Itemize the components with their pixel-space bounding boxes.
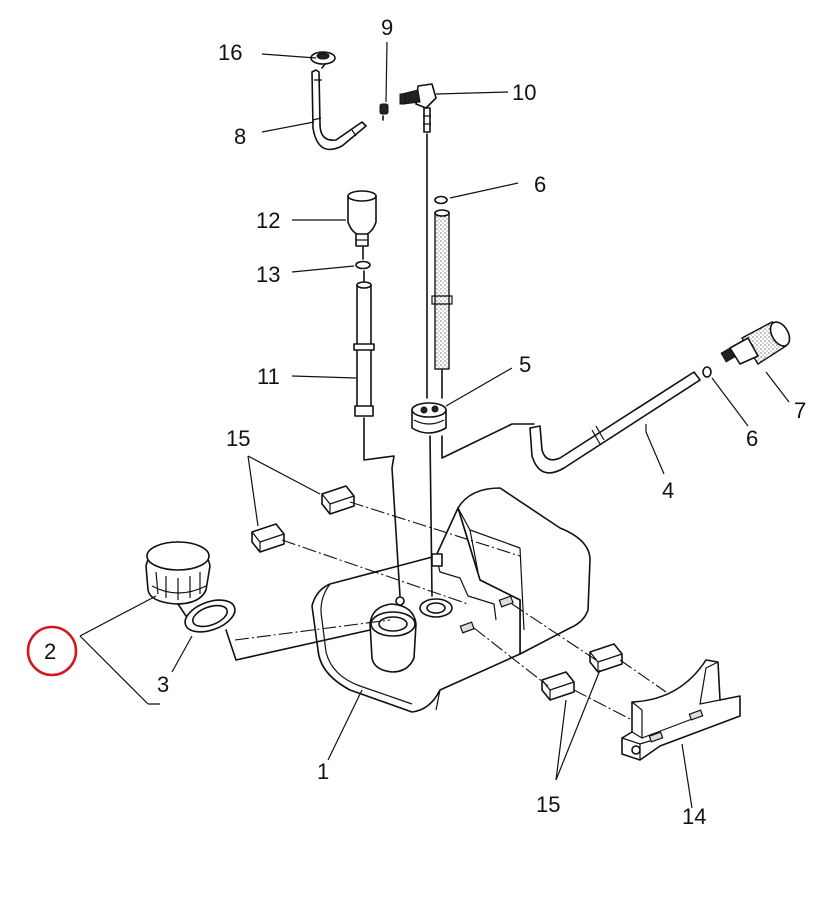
filter-tube xyxy=(431,209,453,370)
callout-15-lower: 15 xyxy=(536,792,560,817)
part-2-filler-cap xyxy=(145,541,211,605)
callout-6-right: 6 xyxy=(746,426,758,451)
leader-lines xyxy=(79,41,790,809)
part-4-fuel-hose xyxy=(529,371,701,474)
callout-1: 1 xyxy=(317,759,329,784)
part-5-grommet xyxy=(411,402,447,434)
part-13-o-ring xyxy=(355,260,371,270)
part-8-bent-hose xyxy=(311,69,367,151)
part-15-lower-mount-a xyxy=(589,643,623,673)
callout-4: 4 xyxy=(662,478,674,503)
callout-2: 2 xyxy=(44,639,56,664)
callout-13: 13 xyxy=(256,262,280,287)
callout-15-upper: 15 xyxy=(226,426,250,451)
part-12-filter-bowl xyxy=(347,190,377,247)
part-7-inline-filter xyxy=(720,321,791,365)
callout-10: 10 xyxy=(512,80,536,105)
assembly-lines xyxy=(234,501,667,721)
part-15-upper-mount-a xyxy=(321,485,355,515)
callout-3: 3 xyxy=(157,672,169,697)
highlight-circle xyxy=(26,625,78,677)
callout-11: 11 xyxy=(257,364,280,389)
part-15-lower-mount-b xyxy=(541,671,575,701)
callout-8: 8 xyxy=(234,124,246,149)
part-9-nut xyxy=(379,103,389,115)
callout-9: 9 xyxy=(381,15,393,40)
part-14-bracket xyxy=(621,659,741,761)
part-6-upper-washer xyxy=(434,195,448,205)
routing-lines xyxy=(177,63,535,661)
part-6-right-washer xyxy=(702,366,712,378)
callout-12: 12 xyxy=(256,208,280,233)
callout-14: 14 xyxy=(682,804,706,829)
callout-labels: 16 8 9 10 6 12 13 11 5 7 6 4 15 3 1 15 1… xyxy=(26,15,806,829)
callout-5: 5 xyxy=(519,352,531,377)
callout-6-upper: 6 xyxy=(534,172,546,197)
part-1-fuel-tank xyxy=(311,487,591,713)
callout-7: 7 xyxy=(794,398,806,423)
part-15-upper-mount-b xyxy=(251,523,285,553)
part-11-pickup-tube xyxy=(353,281,375,417)
part-10-elbow-fitting xyxy=(399,83,437,133)
part-3-gasket xyxy=(184,599,236,633)
part-16-cap xyxy=(310,51,336,65)
callout-16: 16 xyxy=(218,40,242,65)
